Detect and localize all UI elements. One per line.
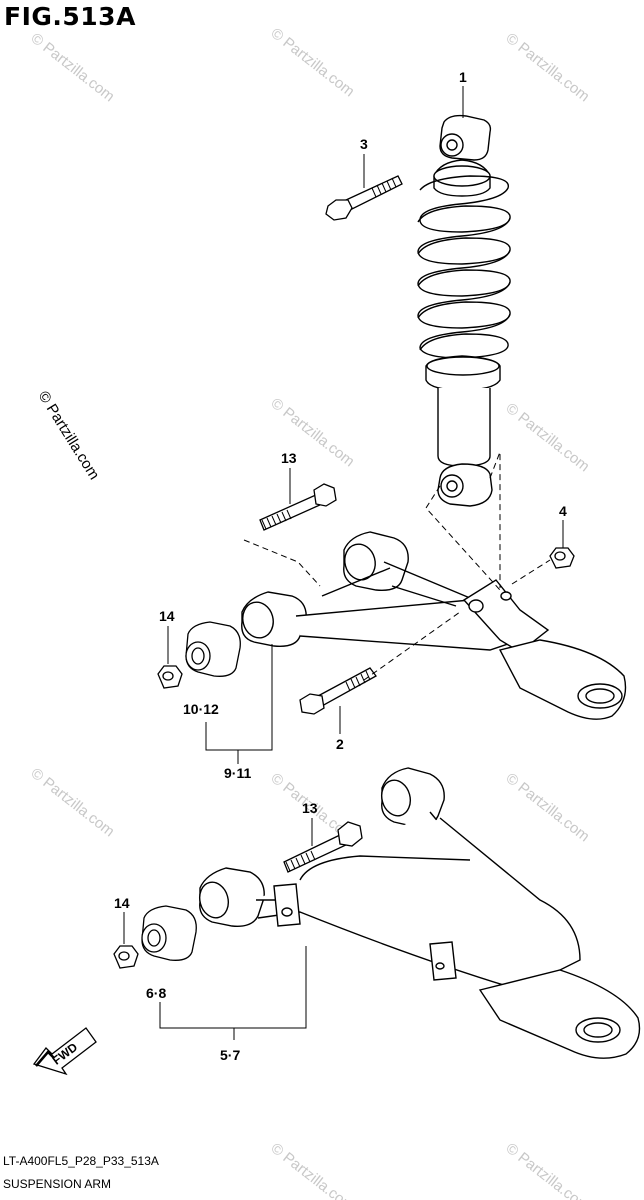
- nut-4: [549, 547, 575, 569]
- upper-arm: [241, 531, 627, 720]
- watermark: © Partzilla.com: [268, 1140, 358, 1200]
- leader-lines: [123, 86, 564, 1040]
- callout-14-upper: 14: [159, 608, 175, 624]
- bolt-13-lower: [283, 821, 363, 873]
- bolt-13-upper: [259, 483, 337, 531]
- nut-14-upper: [157, 665, 183, 689]
- callout-14-lower: 14: [114, 895, 130, 911]
- figure-caption: SUSPENSION ARM: [3, 1177, 112, 1191]
- nut-14-lower: [113, 945, 139, 969]
- watermark: © Partzilla.com: [28, 765, 118, 841]
- bolt-2: [299, 667, 377, 715]
- callout-2: 2: [336, 736, 344, 752]
- watermark-vertical: © Partzilla.com: [35, 388, 103, 483]
- callout-4: 4: [559, 503, 567, 519]
- callout-13-lower: 13: [302, 800, 318, 816]
- watermark: © Partzilla.com: [503, 770, 593, 846]
- callout-13-upper: 13: [281, 450, 297, 466]
- figure-code: LT-A400FL5_P28_P33_513A: [3, 1154, 159, 1168]
- figure-title: FIG.513A: [4, 2, 136, 31]
- callout-6-8: 6·8: [146, 985, 166, 1001]
- watermark: © Partzilla.com: [503, 400, 593, 476]
- watermark: © Partzilla.com: [503, 1140, 593, 1200]
- shock-absorber: [417, 114, 511, 507]
- callout-10-12: 10·12: [183, 701, 219, 717]
- fwd-arrow-icon: FWD: [32, 1027, 97, 1076]
- callout-1: 1: [459, 69, 467, 85]
- callouts: 1 3 4 13 14 10·12 2 9·11 13 14 6·8 5·7: [114, 69, 567, 1063]
- callout-9-11: 9·11: [224, 765, 251, 781]
- watermark: © Partzilla.com: [268, 25, 358, 101]
- watermark: © Partzilla.com: [28, 30, 118, 106]
- callout-3: 3: [360, 136, 368, 152]
- bolt-3: [325, 175, 403, 221]
- callout-5-7: 5·7: [220, 1047, 240, 1063]
- lower-arm: [198, 767, 641, 1059]
- spring-coils: [417, 175, 511, 359]
- lower-bushing: [141, 905, 197, 961]
- upper-bushing: [185, 621, 241, 677]
- watermark: © Partzilla.com: [503, 30, 593, 106]
